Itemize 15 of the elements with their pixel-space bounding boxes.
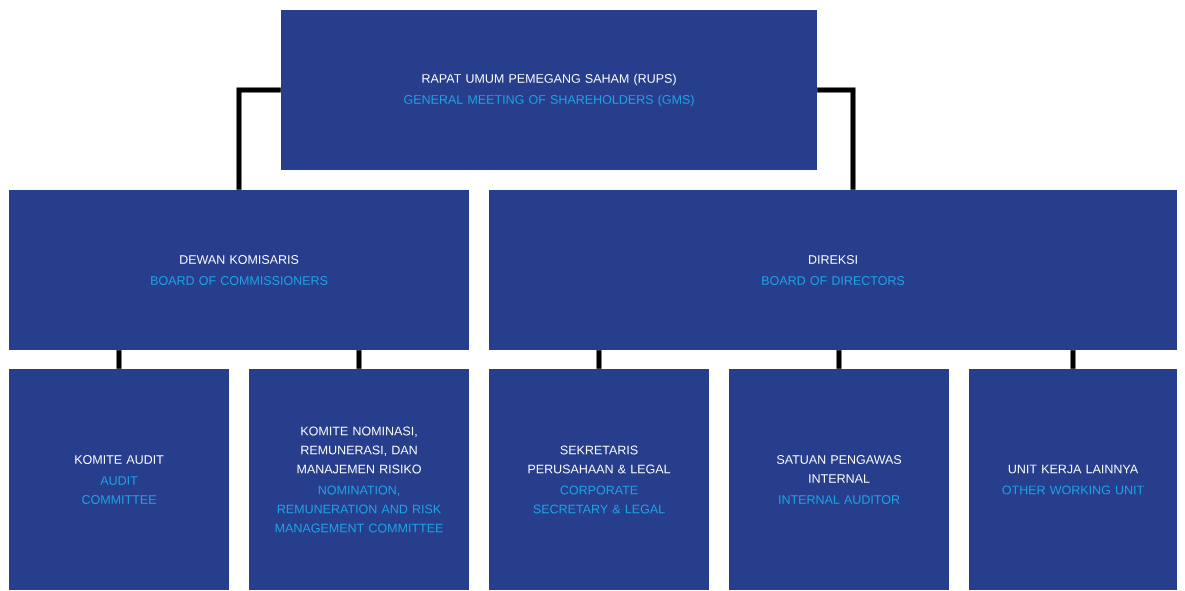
org-box: KOMITE AUDIT AUDIT COMMITTEE xyxy=(9,369,229,590)
connector-line xyxy=(836,350,842,369)
org-box: DEWAN KOMISARIS BOARD OF COMMISSIONERS xyxy=(9,190,469,350)
connector-line xyxy=(1070,350,1076,369)
org-box: DIREKSI BOARD OF DIRECTORS xyxy=(489,190,1177,350)
org-box: KOMITE NOMINASI, REMUNERASI, DAN MANAJEMEN RISIKO NOMINATION, REMUNERATION AND RISK MANAGEMENT COMMITTEE xyxy=(249,369,469,590)
connector-line xyxy=(356,350,362,369)
connector-line xyxy=(236,87,281,190)
connector-line xyxy=(817,87,856,190)
org-box: SATUAN PENGAWAS INTERNAL INTERNAL AUDITOR xyxy=(729,369,949,590)
connector-line xyxy=(116,350,122,369)
connector-line xyxy=(596,350,602,369)
org-box: SEKRETARIS PERUSAHAAN & LEGAL CORPORATE SECRETARY & LEGAL xyxy=(489,369,709,590)
org-box: UNIT KERJA LAINNYA OTHER WORKING UNIT xyxy=(969,369,1177,590)
org-box: RAPAT UMUM PEMEGANG SAHAM (RUPS) GENERAL MEETING OF SHAREHOLDERS (GMS) xyxy=(281,10,817,170)
